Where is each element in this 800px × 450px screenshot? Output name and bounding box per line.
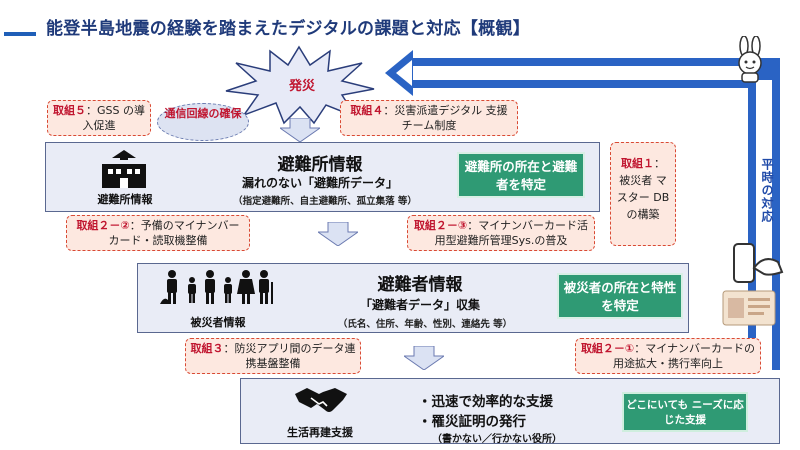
peacetime-loop-inner-right xyxy=(756,80,772,370)
mascot-icon xyxy=(738,36,762,83)
measure-1-text: ： 被災者 マスター DB の構築 xyxy=(616,157,670,221)
measure-5-text: ：GSS の導入促進 xyxy=(82,104,146,132)
support-icon-label: 生活再建支援 xyxy=(287,426,353,439)
smartphone-icon xyxy=(733,243,784,283)
measure-2-1-text: ：マイナンバーカードの用途拡大・携行率向上 xyxy=(613,342,756,370)
measure-4-head: 取組４ xyxy=(350,104,384,117)
evacuee-detail: （氏名、住所、年齢、性別、連絡先 等） xyxy=(337,319,513,330)
handshake-icon xyxy=(295,388,347,412)
measure-4-text: ：災害派遣デジタル 支援チーム制度 xyxy=(383,104,508,132)
peacetime-loop-inner xyxy=(410,66,750,80)
disaster-burst-icon xyxy=(225,45,375,125)
id-card-icon xyxy=(722,290,776,326)
measure-5-head: 取組５ xyxy=(53,104,86,117)
peacetime-label: 平時の対応 xyxy=(760,158,774,223)
measure-2-3-text: ：マイナンバーカード活用型避難所管理Sys.の普及 xyxy=(434,219,589,247)
measure-3-box: 取組３：防災アプリ間のデータ連携基盤整備 xyxy=(185,338,361,374)
measure-5-box: 取組５：GSS の導入促進 xyxy=(47,100,151,136)
down-arrow-icon xyxy=(280,118,320,142)
measure-3-head: 取組３ xyxy=(190,342,224,355)
evacuee-subheading: 「避難者データ」収集 xyxy=(359,298,480,312)
shelter-subheading: 漏れのない「避難所データ」 xyxy=(241,176,398,190)
evacuee-heading: 避難者情報 xyxy=(377,275,463,295)
school-building-icon xyxy=(102,150,146,188)
measure-2-2-text: ：予備のマイナンバーカード・読取機整備 xyxy=(108,219,240,247)
measure-2-1-box: 取組２－①：マイナンバーカードの用途拡大・携行率向上 xyxy=(575,338,761,374)
measure-2-2-head: 取組２－② xyxy=(76,219,130,232)
evacuee-icon-label: 被災者情報 xyxy=(190,316,246,329)
peacetime-arrowhead-inner xyxy=(396,60,412,86)
people-family-icon xyxy=(160,270,273,304)
shelter-icon-label: 避難所情報 xyxy=(97,193,153,206)
comm-oval: 通信回線の確保 xyxy=(157,103,249,141)
measure-2-3-box: 取組２－③：マイナンバーカード活用型避難所管理Sys.の普及 xyxy=(407,215,595,251)
down-arrow-icon xyxy=(404,346,444,370)
evacuee-goal-box: 被災者の所在と特性を特定 xyxy=(557,273,683,319)
measure-1-head: 取組１ xyxy=(621,157,654,170)
shelter-detail: （指定避難所、自主避難所、孤立集落 等） xyxy=(233,196,417,207)
down-arrow-icon xyxy=(318,222,358,246)
title-accent-bar xyxy=(4,32,36,36)
measure-2-3-head: 取組２－③ xyxy=(413,219,468,232)
shelter-goal-box: 避難所の所在と避難者を特定 xyxy=(457,152,585,198)
shelter-heading: 避難所情報 xyxy=(277,155,363,175)
support-goal-box: どこにいても ニーズに応じた支援 xyxy=(622,392,748,432)
measure-2-1-head: 取組２－① xyxy=(580,342,635,355)
support-line-2: ・罹災証明の発行 xyxy=(418,414,526,430)
support-detail: （書かない／行かない役所） xyxy=(432,434,562,445)
measure-2-2-box: 取組２－②：予備のマイナンバーカード・読取機整備 xyxy=(66,215,250,251)
page-title: 能登半島地震の経験を踏まえたデジタルの課題と対応【概観】 xyxy=(46,19,531,39)
measure-4-box: 取組４：災害派遣デジタル 支援チーム制度 xyxy=(340,100,518,136)
disaster-label: 発災 xyxy=(288,79,315,94)
measure-3-text: ：防災アプリ間のデータ連携基盤整備 xyxy=(223,342,356,370)
measure-1-box: 取組１： 被災者 マスター DB の構築 xyxy=(610,142,676,246)
support-line-1: ・迅速で効率的な支援 xyxy=(418,394,553,410)
